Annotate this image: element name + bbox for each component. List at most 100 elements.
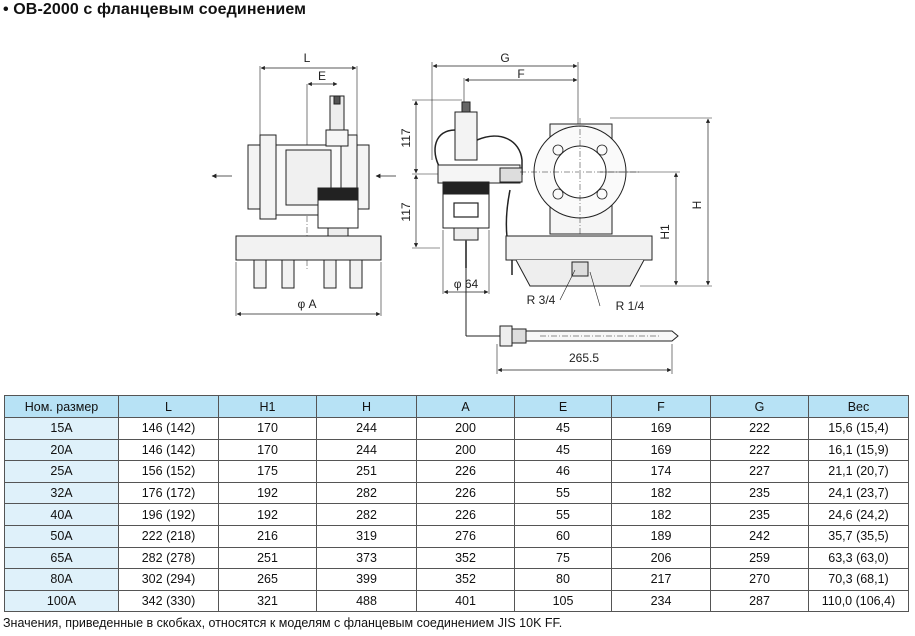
table-cell: 206	[611, 546, 711, 570]
table-cell: 251	[316, 460, 417, 483]
table-cell: 265	[218, 568, 317, 591]
table-cell-size: 32A	[4, 481, 119, 505]
table-cell: 282 (278)	[118, 546, 219, 570]
left-view	[211, 65, 396, 317]
dim-label-R34: R 3/4	[527, 293, 556, 307]
table-cell: 35,7 (35,5)	[808, 524, 909, 548]
title-bullet: •	[3, 1, 9, 18]
table-cell: 222	[710, 417, 809, 440]
table-cell: 146 (142)	[118, 417, 219, 440]
table-cell: 251	[218, 546, 317, 570]
table-cell-size: 65A	[4, 546, 119, 570]
table-cell: 282	[316, 481, 417, 505]
table-cell: 63,3 (63,0)	[808, 546, 909, 570]
table-cell: 352	[416, 546, 515, 570]
table-cell: 75	[514, 546, 612, 570]
table-cell: 16,1 (15,9)	[808, 438, 909, 462]
header-L: L	[118, 395, 219, 418]
table-cell: 70,3 (68,1)	[808, 568, 909, 591]
dim-label-H1: H1	[658, 224, 672, 240]
table-cell-size: 15A	[4, 417, 119, 440]
table-cell: 244	[316, 417, 417, 440]
dim-label-265: 265.5	[569, 351, 599, 365]
table-cell: 169	[611, 417, 711, 440]
table-cell: 216	[218, 524, 317, 548]
table-cell: 276	[416, 524, 515, 548]
table-cell: 174	[611, 460, 711, 483]
table-cell: 189	[611, 524, 711, 548]
table-cell: 226	[416, 460, 515, 483]
table-cell: 287	[710, 589, 809, 613]
table-cell: 226	[416, 503, 515, 526]
header-G: G	[710, 395, 809, 418]
page-title: • OB-2000 с фланцевым соединением	[3, 1, 306, 19]
table-cell: 226	[416, 481, 515, 505]
table-cell: 373	[316, 546, 417, 570]
table-cell: 488	[316, 589, 417, 613]
table-cell: 170	[218, 438, 317, 462]
table-cell: 110,0 (106,4)	[808, 589, 909, 613]
table-cell: 352	[416, 568, 515, 591]
dim-label-R14: R 1/4	[616, 299, 645, 313]
table-cell-size: 80A	[4, 568, 119, 591]
table-cell: 321	[218, 589, 317, 613]
table-cell: 45	[514, 417, 612, 440]
table-cell: 21,1 (20,7)	[808, 460, 909, 483]
table-cell: 15,6 (15,4)	[808, 417, 909, 440]
table-cell: 170	[218, 417, 317, 440]
table-cell: 244	[316, 438, 417, 462]
dim-label-117-top: 117	[399, 128, 413, 147]
table-cell: 169	[611, 438, 711, 462]
table-cell: 196 (192)	[118, 503, 219, 526]
table-cell: 80	[514, 568, 612, 591]
dim-label-A: φ A	[297, 297, 316, 311]
table-cell: 270	[710, 568, 809, 591]
table-cell: 200	[416, 438, 515, 462]
table-cell: 55	[514, 503, 612, 526]
table-cell: 182	[611, 503, 711, 526]
table-cell-size: 25A	[4, 460, 119, 483]
title-text: OB-2000 с фланцевым соединением	[13, 1, 307, 18]
table-cell: 242	[710, 524, 809, 548]
table-cell: 176 (172)	[118, 481, 219, 505]
dim-label-117-bottom: 117	[399, 202, 413, 221]
header-A: A	[416, 395, 515, 418]
technical-drawing: L E φ A	[211, 51, 712, 374]
footnote: Значения, приведенные в скобках, относят…	[3, 616, 563, 630]
table-cell: 302 (294)	[118, 568, 219, 591]
header-H1: H1	[218, 395, 317, 418]
header-H: H	[316, 395, 417, 418]
table-cell: 401	[416, 589, 515, 613]
table-cell: 45	[514, 438, 612, 462]
table-cell: 192	[218, 503, 317, 526]
table-cell: 259	[710, 546, 809, 570]
table-cell: 60	[514, 524, 612, 548]
table-cell: 55	[514, 481, 612, 505]
table-cell: 227	[710, 460, 809, 483]
dim-label-H: H	[690, 201, 704, 210]
header-size: Ном. размер	[4, 395, 119, 418]
dim-label-phi64: φ 64	[454, 277, 479, 291]
dim-label-G: G	[500, 51, 509, 65]
table-cell: 24,1 (23,7)	[808, 481, 909, 505]
header-weight: Вес	[808, 395, 909, 418]
table-cell-size: 100A	[4, 589, 119, 613]
table-cell: 235	[710, 503, 809, 526]
table-cell: 222 (218)	[118, 524, 219, 548]
table-cell: 105	[514, 589, 612, 613]
table-cell: 182	[611, 481, 711, 505]
table-cell-size: 20A	[4, 438, 119, 462]
table-cell-size: 50A	[4, 524, 119, 548]
table-header-row: Ном. размер L H1 H A E F G Вес	[4, 395, 909, 418]
table-cell: 217	[611, 568, 711, 591]
